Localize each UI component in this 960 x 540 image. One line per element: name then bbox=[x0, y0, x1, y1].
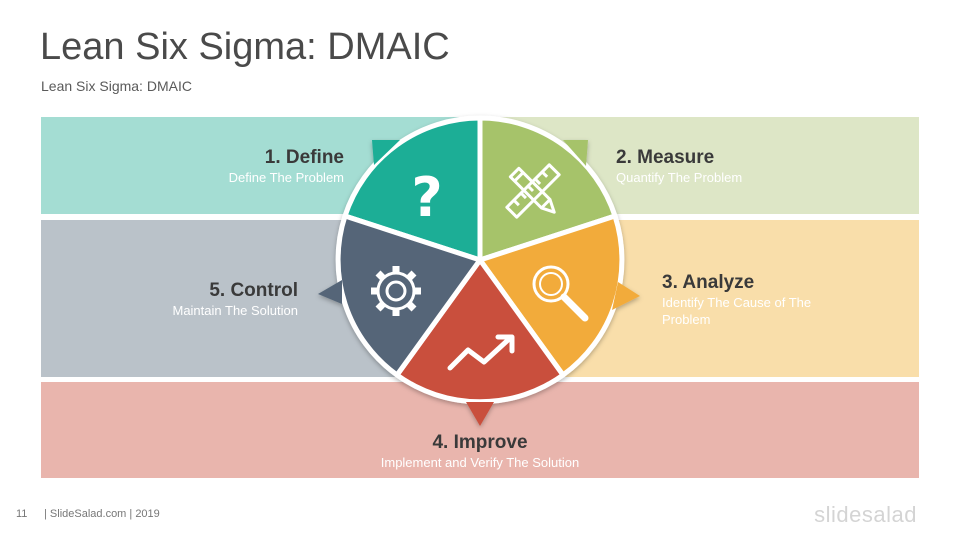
slide-subtitle: Lean Six Sigma: DMAIC bbox=[41, 78, 192, 94]
brand-logo: slidesalad bbox=[814, 502, 917, 527]
page-number: 11 bbox=[16, 508, 28, 520]
improve-arrow-tip bbox=[466, 402, 494, 426]
improve-label: 4. Improve Implement and Verify The Solu… bbox=[330, 432, 630, 471]
control-label: 5. Control Maintain The Solution bbox=[58, 280, 298, 319]
define-title: 1. Define bbox=[264, 147, 344, 168]
control-segment bbox=[335, 213, 483, 378]
analyze-arrow-tip bbox=[612, 282, 640, 310]
improve-title: 4. Improve bbox=[432, 432, 528, 453]
ruler-pencil-icon bbox=[505, 163, 561, 219]
improve-segment bbox=[394, 257, 566, 405]
footer-text: | SlideSalad.com | 2019 bbox=[44, 508, 160, 520]
define-label: 1. Define Define The Problem bbox=[104, 147, 344, 186]
analyze-description: Identify The Cause of The Problem bbox=[662, 295, 812, 327]
gear-icon bbox=[371, 266, 421, 316]
magnifier-icon bbox=[532, 265, 589, 322]
measure-description: Quantify The Problem bbox=[616, 170, 743, 185]
define-arrow-tip bbox=[372, 140, 400, 165]
define-description: Define The Problem bbox=[228, 170, 344, 185]
slide-title: Lean Six Sigma: DMAIC bbox=[40, 26, 450, 68]
analyze-title: 3. Analyze bbox=[662, 272, 755, 293]
control-title: 5. Control bbox=[209, 280, 298, 301]
measure-label: 2. Measure Quantify The Problem bbox=[616, 147, 856, 186]
improve-description: Implement and Verify The Solution bbox=[380, 455, 580, 470]
measure-arrow-tip bbox=[563, 140, 588, 166]
control-description: Maintain The Solution bbox=[172, 303, 298, 318]
measure-title: 2. Measure bbox=[616, 147, 715, 168]
analyze-label: 3. Analyze Identify The Cause of The Pro… bbox=[662, 272, 842, 328]
question-icon: ? bbox=[411, 166, 442, 229]
control-arrow-tip bbox=[318, 280, 342, 304]
trend-arrow-icon bbox=[447, 334, 515, 371]
